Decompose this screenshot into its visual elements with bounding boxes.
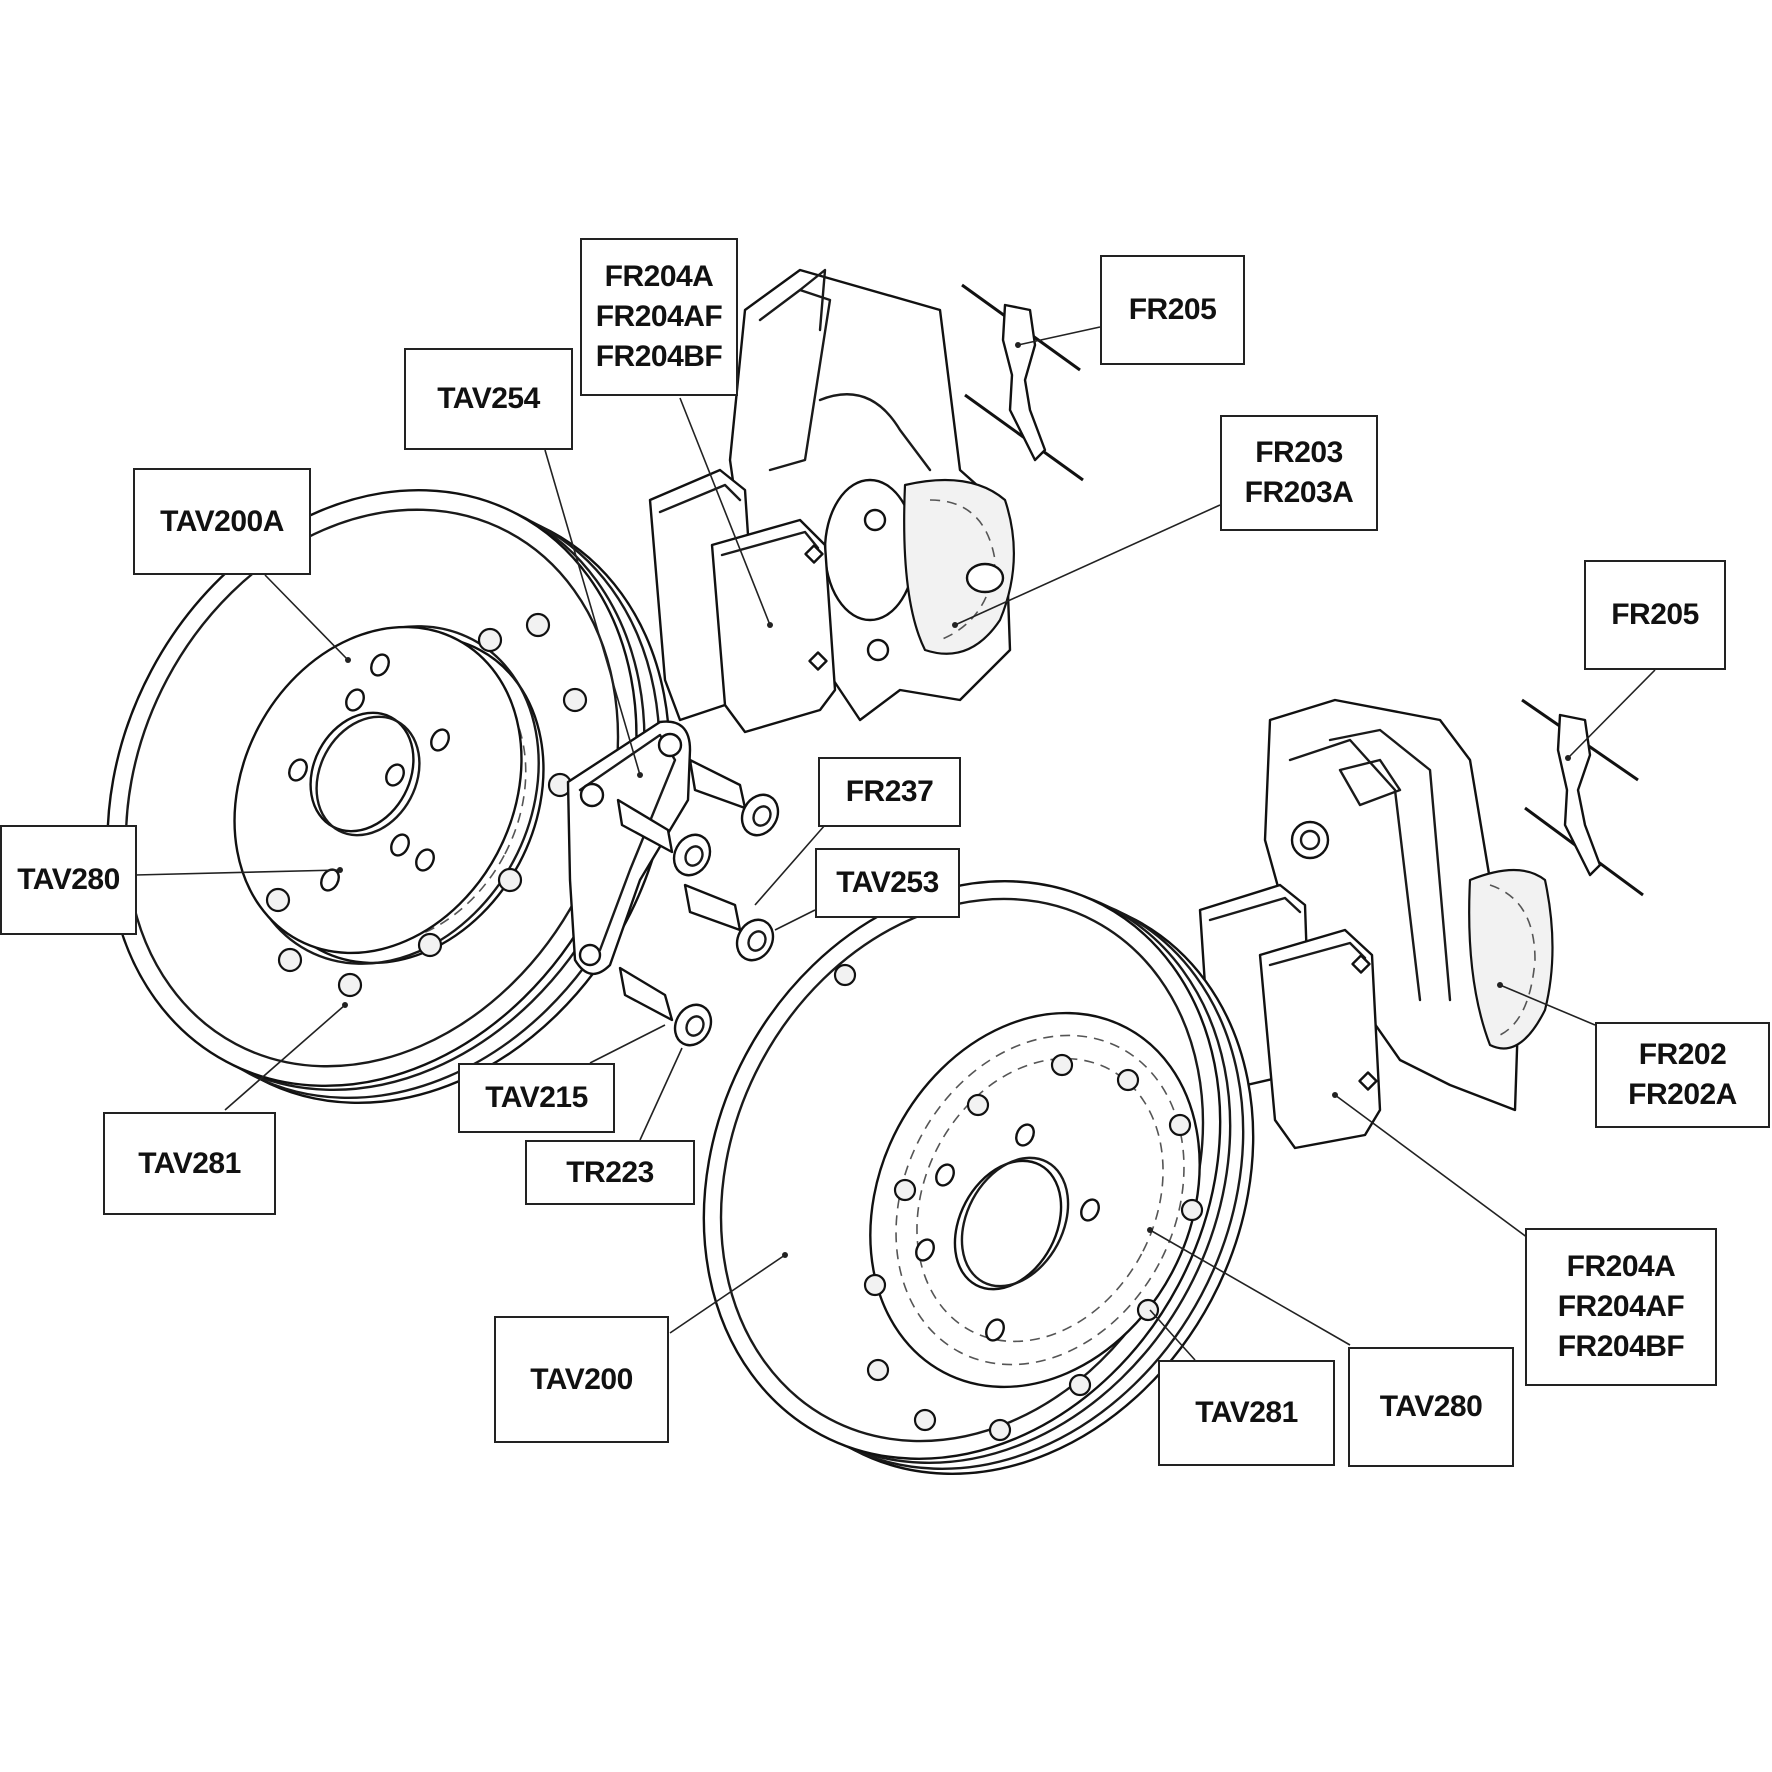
top-pad-front <box>710 518 837 734</box>
part-number: TAV281 <box>138 1146 241 1180</box>
left-hub-stud-holes <box>288 653 450 892</box>
part-number: TAV254 <box>437 382 540 415</box>
label-tav200: TAV200 <box>494 1316 669 1443</box>
part-number: FR203A <box>1244 476 1354 509</box>
label-fr204a-right: FR204A FR204AF FR204BF <box>1525 1228 1717 1386</box>
part-number: TAV281 <box>1195 1396 1298 1429</box>
part-number: TAV200A <box>160 504 284 538</box>
part-number: FR205 <box>1128 293 1217 326</box>
bolt-tav215 <box>618 966 713 1047</box>
right-hub-bell <box>833 963 1204 1442</box>
top-pad-pin-fr205 <box>961 283 1084 482</box>
label-tav280-right: TAV280 <box>1348 1347 1514 1467</box>
label-fr202: FR202 FR202A <box>1595 1022 1770 1128</box>
part-number: FR205 <box>1611 598 1699 631</box>
right-pad-pin-fr205 <box>1521 698 1644 897</box>
part-number: TAV280 <box>1379 1390 1483 1423</box>
part-number: FR204A <box>1566 1250 1676 1283</box>
part-number: FR204A <box>604 260 714 293</box>
part-number: FR204BF <box>1557 1330 1685 1363</box>
part-number: TAV215 <box>485 1081 588 1114</box>
part-number: FR204BF <box>595 340 723 373</box>
bolt-upper-2 <box>616 798 712 877</box>
part-number: TAV280 <box>17 863 120 896</box>
right-bell-studs <box>833 963 1204 1442</box>
label-tav253: TAV253 <box>815 848 960 918</box>
label-fr203: FR203 FR203A <box>1220 415 1378 531</box>
part-number: FR204AF <box>595 300 723 333</box>
part-number: FR202 <box>1638 1038 1727 1071</box>
part-number: FR204AF <box>1557 1290 1685 1323</box>
label-fr204a-top: FR204A FR204AF FR204BF <box>580 238 738 396</box>
left-hub-bell <box>233 612 588 998</box>
label-fr237: FR237 <box>818 757 961 827</box>
part-number: FR203 <box>1255 436 1343 469</box>
left-bell-bolts <box>265 612 588 998</box>
label-tav281-left: TAV281 <box>103 1112 276 1215</box>
label-tr223: TR223 <box>525 1140 695 1205</box>
label-tav200a: TAV200A <box>133 468 311 575</box>
label-fr205-top: FR205 <box>1100 255 1245 365</box>
bolt-fr237 <box>683 883 775 962</box>
label-tav280-left: TAV280 <box>0 825 137 935</box>
caliper-mounting-bracket <box>566 720 692 975</box>
part-number: FR237 <box>845 775 934 808</box>
part-number: FR202A <box>1628 1078 1737 1111</box>
bolt-upper-1 <box>688 758 780 837</box>
label-tav281-right: TAV281 <box>1158 1360 1335 1466</box>
label-tav254: TAV254 <box>404 348 573 450</box>
label-fr205-right: FR205 <box>1584 560 1726 670</box>
part-number: TAV200 <box>530 1362 633 1396</box>
right-caliper-piston-cover <box>1468 868 1554 1050</box>
right-hub-stud-holes <box>915 1123 1100 1342</box>
part-number: TAV253 <box>836 866 939 899</box>
leader-lines <box>134 326 1656 1361</box>
label-tav215: TAV215 <box>458 1063 615 1133</box>
part-number: TR223 <box>566 1155 654 1189</box>
